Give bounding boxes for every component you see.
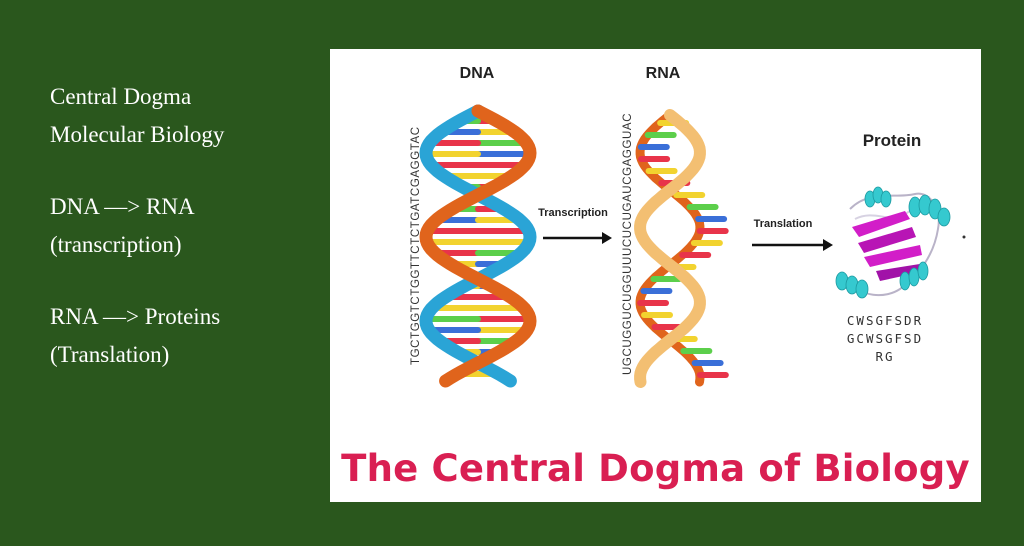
dna-double-helix-icon <box>419 104 537 388</box>
note-translation: RNA —> Proteins (Translation) <box>50 298 320 374</box>
note-line: (Translation) <box>50 342 170 367</box>
translation-arrow: Translation <box>752 218 833 251</box>
note-transcription: DNA —> RNA (transcription) <box>50 188 320 264</box>
note-line: Molecular Biology <box>50 122 225 147</box>
banner-title: The Central Dogma of Biology <box>341 447 970 490</box>
note-central-dogma: Central Dogma Molecular Biology <box>50 78 320 154</box>
protein-sequence-line: GCWSGFSD <box>847 331 923 346</box>
arrow-head <box>823 239 833 251</box>
rna-sequence: UGCUGGUCUGGUUUCUCUGAUCGAGGUAC <box>622 113 634 375</box>
note-line: RNA —> Proteins <box>50 304 221 329</box>
protein-ribbon-structure-icon <box>835 186 966 299</box>
note-line: Central Dogma <box>50 84 192 109</box>
central-dogma-figure: DNA RNA Protein TGCTGGTCTGGTTCTCTGATCGAG… <box>330 49 981 502</box>
dna-sequence: TGCTGGTCTGGTTCTCTGATCGAGGTAC <box>410 126 422 365</box>
protein-sequence-line: RG <box>875 349 894 364</box>
rna-single-strand-icon <box>634 109 729 388</box>
dna-strand-blue <box>419 104 537 388</box>
notes-column: Central Dogma Molecular Biology DNA —> R… <box>50 78 320 408</box>
rna-backbone-tan <box>634 109 706 388</box>
note-line: (transcription) <box>50 232 182 257</box>
dna-strand-orange <box>419 104 537 388</box>
protein-sequence-line: CWSGFSDR <box>847 313 923 328</box>
transcription-label: Transcription <box>538 207 608 219</box>
translation-label: Translation <box>754 218 813 230</box>
note-line: DNA —> RNA <box>50 194 195 219</box>
rna-label: RNA <box>646 65 681 82</box>
central-dogma-diagram: DNA RNA Protein TGCTGGTCTGGTTCTCTGATCGAG… <box>410 65 966 388</box>
dna-label: DNA <box>460 65 495 82</box>
transcription-arrow: Transcription <box>538 207 612 244</box>
protein-label: Protein <box>863 131 922 150</box>
arrow-head <box>602 232 612 244</box>
